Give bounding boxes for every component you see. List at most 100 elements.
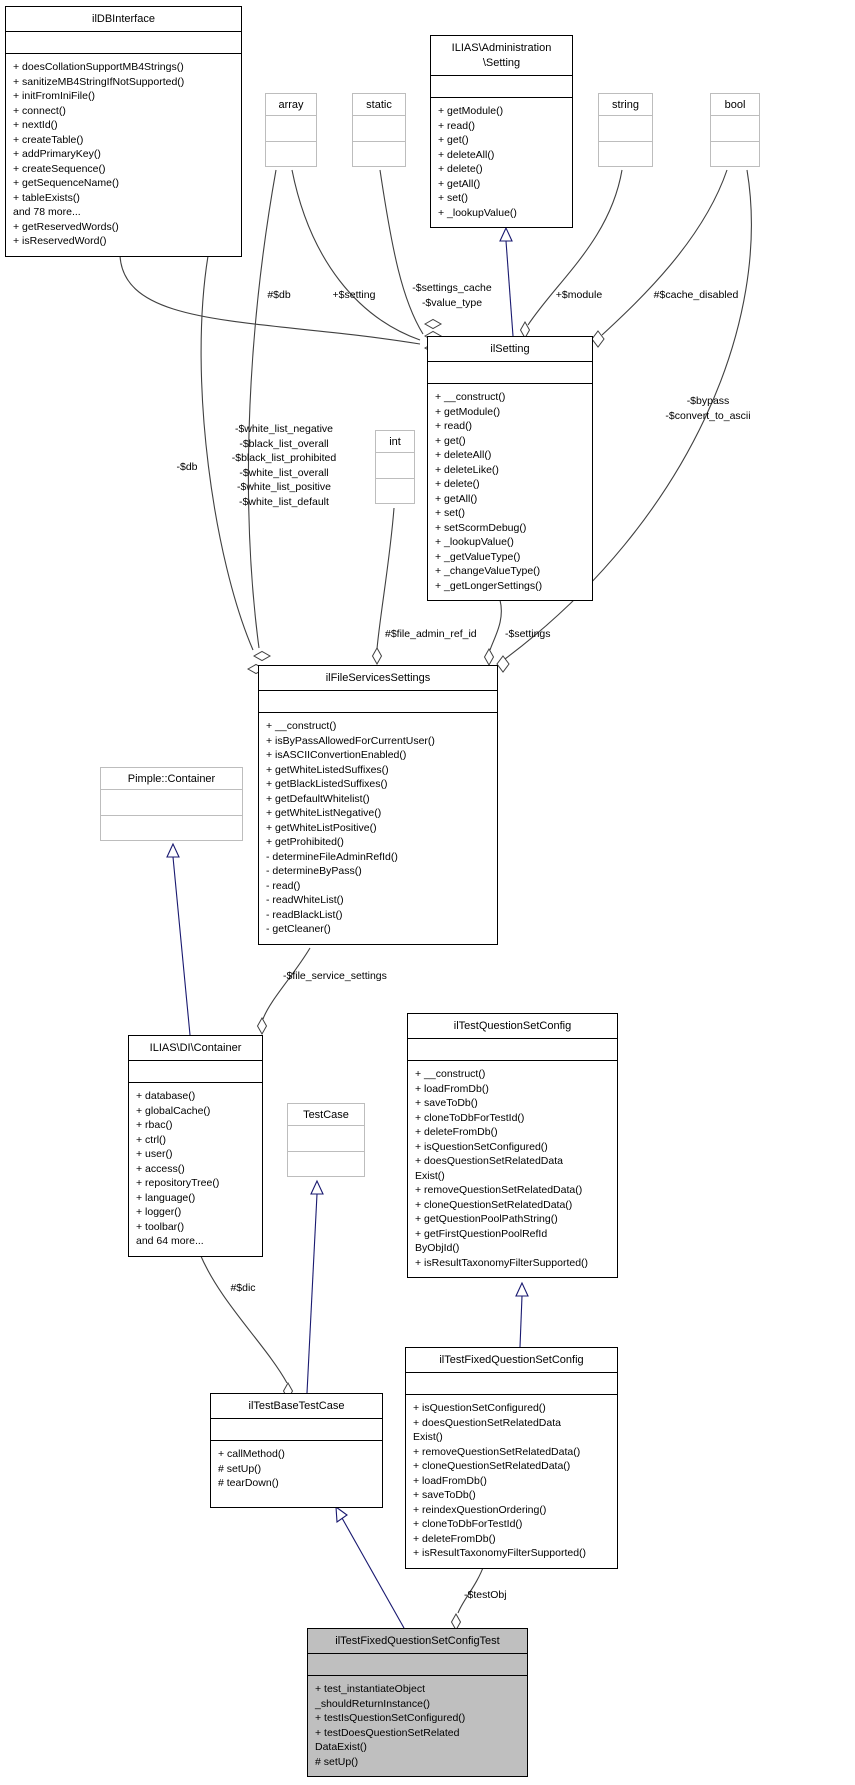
member-line: + set(): [435, 507, 466, 519]
attributes-compartment: [406, 1373, 617, 1395]
member-line: + __construct(): [435, 391, 506, 403]
member-line: + doesCollationSupportMB4Strings(): [13, 61, 184, 73]
attributes-compartment: [259, 691, 497, 713]
attributes-compartment: [408, 1039, 617, 1061]
edge-label-settings-cache: -$settings_cache -$value_type: [412, 282, 492, 309]
member-line: + saveToDb(): [413, 1489, 476, 1501]
class-ilfileservicessettings[interactable]: ilFileServicesSettings + __construct()+ …: [258, 665, 498, 945]
member-line: + logger(): [136, 1206, 182, 1218]
edge-label-file-service-settings: -$file_service_settings: [283, 970, 387, 982]
member-line: + deleteAll(): [438, 148, 495, 161]
edge-label-setting: +$setting: [332, 289, 376, 301]
class-title: ilTestBaseTestCase: [211, 1394, 382, 1419]
edge-label-cache-disabled: #$cache_disabled: [653, 289, 739, 301]
class-iltestfixedquestionsetconfigtest[interactable]: ilTestFixedQuestionSetConfigTest + test_…: [307, 1628, 528, 1777]
member-line: + getWhiteListedSuffixes(): [266, 763, 389, 776]
class-array[interactable]: array: [265, 93, 317, 167]
class-iltestfixedquestionsetconfig[interactable]: ilTestFixedQuestionSetConfig + isQuestio…: [405, 1347, 618, 1569]
member-line: + doesQuestionSetRelatedData Exist(): [413, 1416, 561, 1444]
methods-compartment: + getModule()+ read()+ get()+ deleteAll(…: [431, 98, 572, 227]
class-title: ilFileServicesSettings: [259, 666, 497, 691]
edge-label-white-lists: -$white_list_negative -$black_list_overa…: [231, 423, 337, 508]
class-pimple-container[interactable]: Pimple::Container: [100, 767, 243, 841]
member-line: + set(): [438, 192, 469, 204]
class-title: Pimple::Container: [101, 768, 242, 790]
diamond-fss-whitelist: [252, 650, 272, 662]
class-static[interactable]: static: [352, 93, 406, 167]
arrow-testcase: [310, 1179, 324, 1195]
class-ilias-di-container[interactable]: ILIAS\DI\Container + database()+ globalC…: [128, 1035, 263, 1257]
member-line: + createTable(): [13, 133, 84, 146]
class-testcase[interactable]: TestCase: [287, 1103, 365, 1177]
methods-compartment: + __construct() + isByPassAllowedForCurre…: [259, 713, 497, 944]
inherit-ilsetting-adminsetting: [505, 240, 514, 337]
member-line: + isByPassAllowedForCurrentUser(): [266, 734, 435, 747]
member-line: + doesQuestionSetRelatedData Exist(): [415, 1155, 563, 1182]
class-title: ILIAS\DI\Container: [129, 1036, 262, 1061]
member-line: + getQuestionPoolPathString(): [415, 1213, 558, 1225]
methods-compartment: + __construct()+ getModule()+ read()+ ge…: [428, 384, 592, 600]
edge-fixedconfig-to-test: [457, 1564, 485, 1614]
class-iltestbasetestcase[interactable]: ilTestBaseTestCase + callMethod()# setUp…: [210, 1393, 383, 1508]
member-line: + getAll(): [438, 177, 481, 190]
member-line: - readWhiteList(): [266, 894, 344, 906]
edge-static-to-ilsetting: [379, 169, 424, 335]
member-line: + cloneToDbForTestId(): [413, 1518, 523, 1530]
member-line: + getWhiteListNegative(): [266, 807, 382, 819]
diamond-file-service-settings: [256, 1016, 268, 1036]
class-iltestquestionsetconfig[interactable]: ilTestQuestionSetConfig + __construct()+…: [407, 1013, 618, 1278]
member-line: + tableExists(): [13, 191, 80, 204]
member-line: + cloneQuestionSetRelatedData(): [415, 1198, 573, 1211]
class-ilias-administration-setting[interactable]: ILIAS\Administration \Setting + getModul…: [430, 35, 573, 228]
member-line: + cloneQuestionSetRelatedData(): [413, 1460, 571, 1472]
class-title: ilSetting: [428, 337, 592, 362]
member-line: + toolbar(): [136, 1220, 185, 1233]
member-line: + testIsQuestionSetConfigured(): [315, 1712, 466, 1724]
member-line: + test_instantiateObject _shouldReturnIn…: [315, 1683, 430, 1710]
member-line: + removeQuestionSetRelatedData(): [413, 1445, 581, 1458]
member-line: + isResultTaxonomyFilterSupported(): [413, 1547, 587, 1559]
edge-string-to-ilsetting: [527, 169, 623, 326]
methods-compartment: + isQuestionSetConfigured()+ doesQuestio…: [406, 1395, 617, 1568]
arrow-basetestcase: [335, 1505, 348, 1524]
member-line: + getDefaultWhitelist(): [266, 792, 370, 805]
attributes-compartment: [431, 76, 572, 98]
member-line: + _lookupValue(): [438, 206, 517, 219]
methods-compartment: + __construct()+ loadFromDb()+ saveToDb(…: [408, 1061, 617, 1277]
member-line: + getWhiteListPositive(): [266, 821, 377, 834]
inherit-basetestcase-testcase: [306, 1193, 318, 1394]
class-title: int: [376, 431, 414, 453]
arrow-adminsetting: [499, 226, 513, 242]
member-line: + saveToDb(): [415, 1097, 478, 1109]
edge-label-db-fss: -$db: [176, 461, 198, 473]
arrow-pimple: [166, 842, 180, 858]
attributes-compartment: [308, 1654, 527, 1676]
member-line: + deleteLike(): [435, 463, 499, 476]
class-ildbinterface[interactable]: ilDBInterface + doesCollationSupportMB4S…: [5, 6, 242, 257]
member-line: - readBlackList(): [266, 908, 343, 921]
member-line: + rbac(): [136, 1119, 173, 1131]
class-title: ILIAS\Administration \Setting: [431, 36, 572, 76]
member-line: # tearDown(): [218, 1477, 279, 1489]
member-line: + deleteAll(): [435, 449, 492, 461]
member-line: + database(): [136, 1090, 196, 1102]
class-title: array: [266, 94, 316, 116]
member-line: - determineFileAdminRefId(): [266, 850, 398, 863]
class-title: ilTestFixedQuestionSetConfigTest: [308, 1629, 527, 1654]
methods-compartment: + doesCollationSupportMB4Strings()+ sani…: [6, 54, 241, 256]
member-line: + addPrimaryKey(): [13, 148, 101, 160]
member-line: + __construct(): [266, 720, 337, 732]
edge-db-to-fss: [200, 255, 254, 651]
class-ilsetting[interactable]: ilSetting + __construct()+ getModule()+ …: [427, 336, 593, 601]
member-line: and 64 more...: [136, 1235, 204, 1247]
class-bool[interactable]: bool: [710, 93, 760, 167]
class-int[interactable]: int: [375, 430, 415, 504]
edge-label-module: +$module: [555, 289, 603, 301]
inherit-di-pimple: [172, 856, 191, 1036]
edge-label-testobj: -$testObj: [464, 1589, 507, 1601]
class-string[interactable]: string: [598, 93, 653, 167]
class-title: string: [599, 94, 652, 116]
member-line: - getCleaner(): [266, 923, 331, 935]
